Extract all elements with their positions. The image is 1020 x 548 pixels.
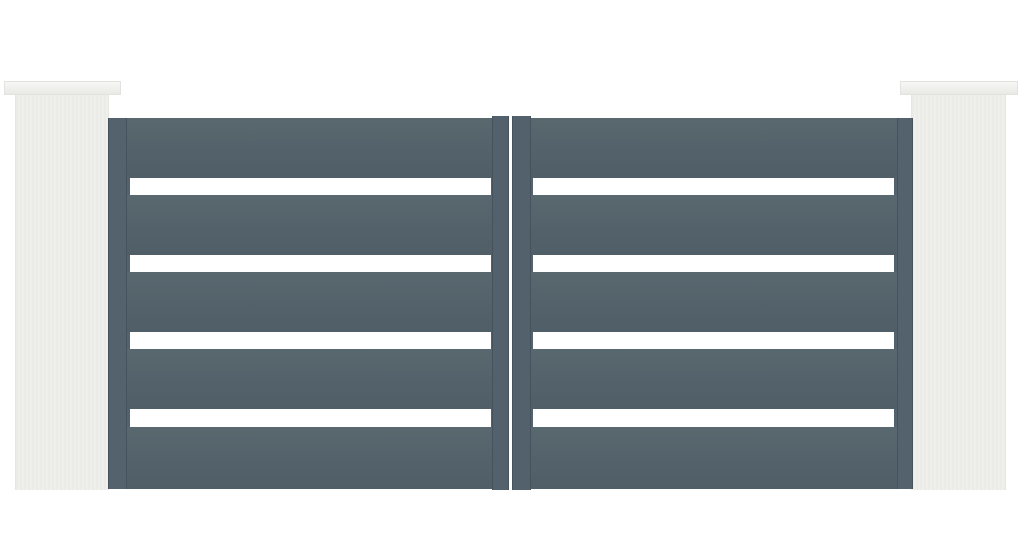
board bbox=[127, 427, 493, 489]
left-pillar bbox=[15, 95, 109, 490]
board bbox=[531, 272, 897, 332]
board bbox=[127, 272, 493, 332]
opening bbox=[533, 178, 894, 195]
board bbox=[127, 195, 493, 255]
board bbox=[127, 118, 493, 178]
opening bbox=[130, 332, 491, 349]
opening bbox=[533, 409, 894, 427]
right-pillar-cap bbox=[900, 81, 1018, 95]
left-gate-leaf bbox=[127, 118, 493, 489]
opening bbox=[533, 255, 894, 272]
opening bbox=[130, 255, 491, 272]
center-stile-left bbox=[492, 116, 509, 490]
left-hinge-post bbox=[108, 118, 127, 489]
left-pillar-cap bbox=[4, 81, 121, 95]
board bbox=[531, 195, 897, 255]
board bbox=[531, 427, 897, 489]
right-hinge-post bbox=[897, 118, 913, 489]
board bbox=[531, 118, 897, 178]
center-stile-right bbox=[512, 116, 531, 490]
opening bbox=[130, 409, 491, 427]
opening bbox=[130, 178, 491, 195]
right-pillar bbox=[911, 95, 1006, 490]
right-gate-leaf bbox=[531, 118, 897, 489]
board bbox=[531, 349, 897, 409]
opening bbox=[533, 332, 894, 349]
board bbox=[127, 349, 493, 409]
